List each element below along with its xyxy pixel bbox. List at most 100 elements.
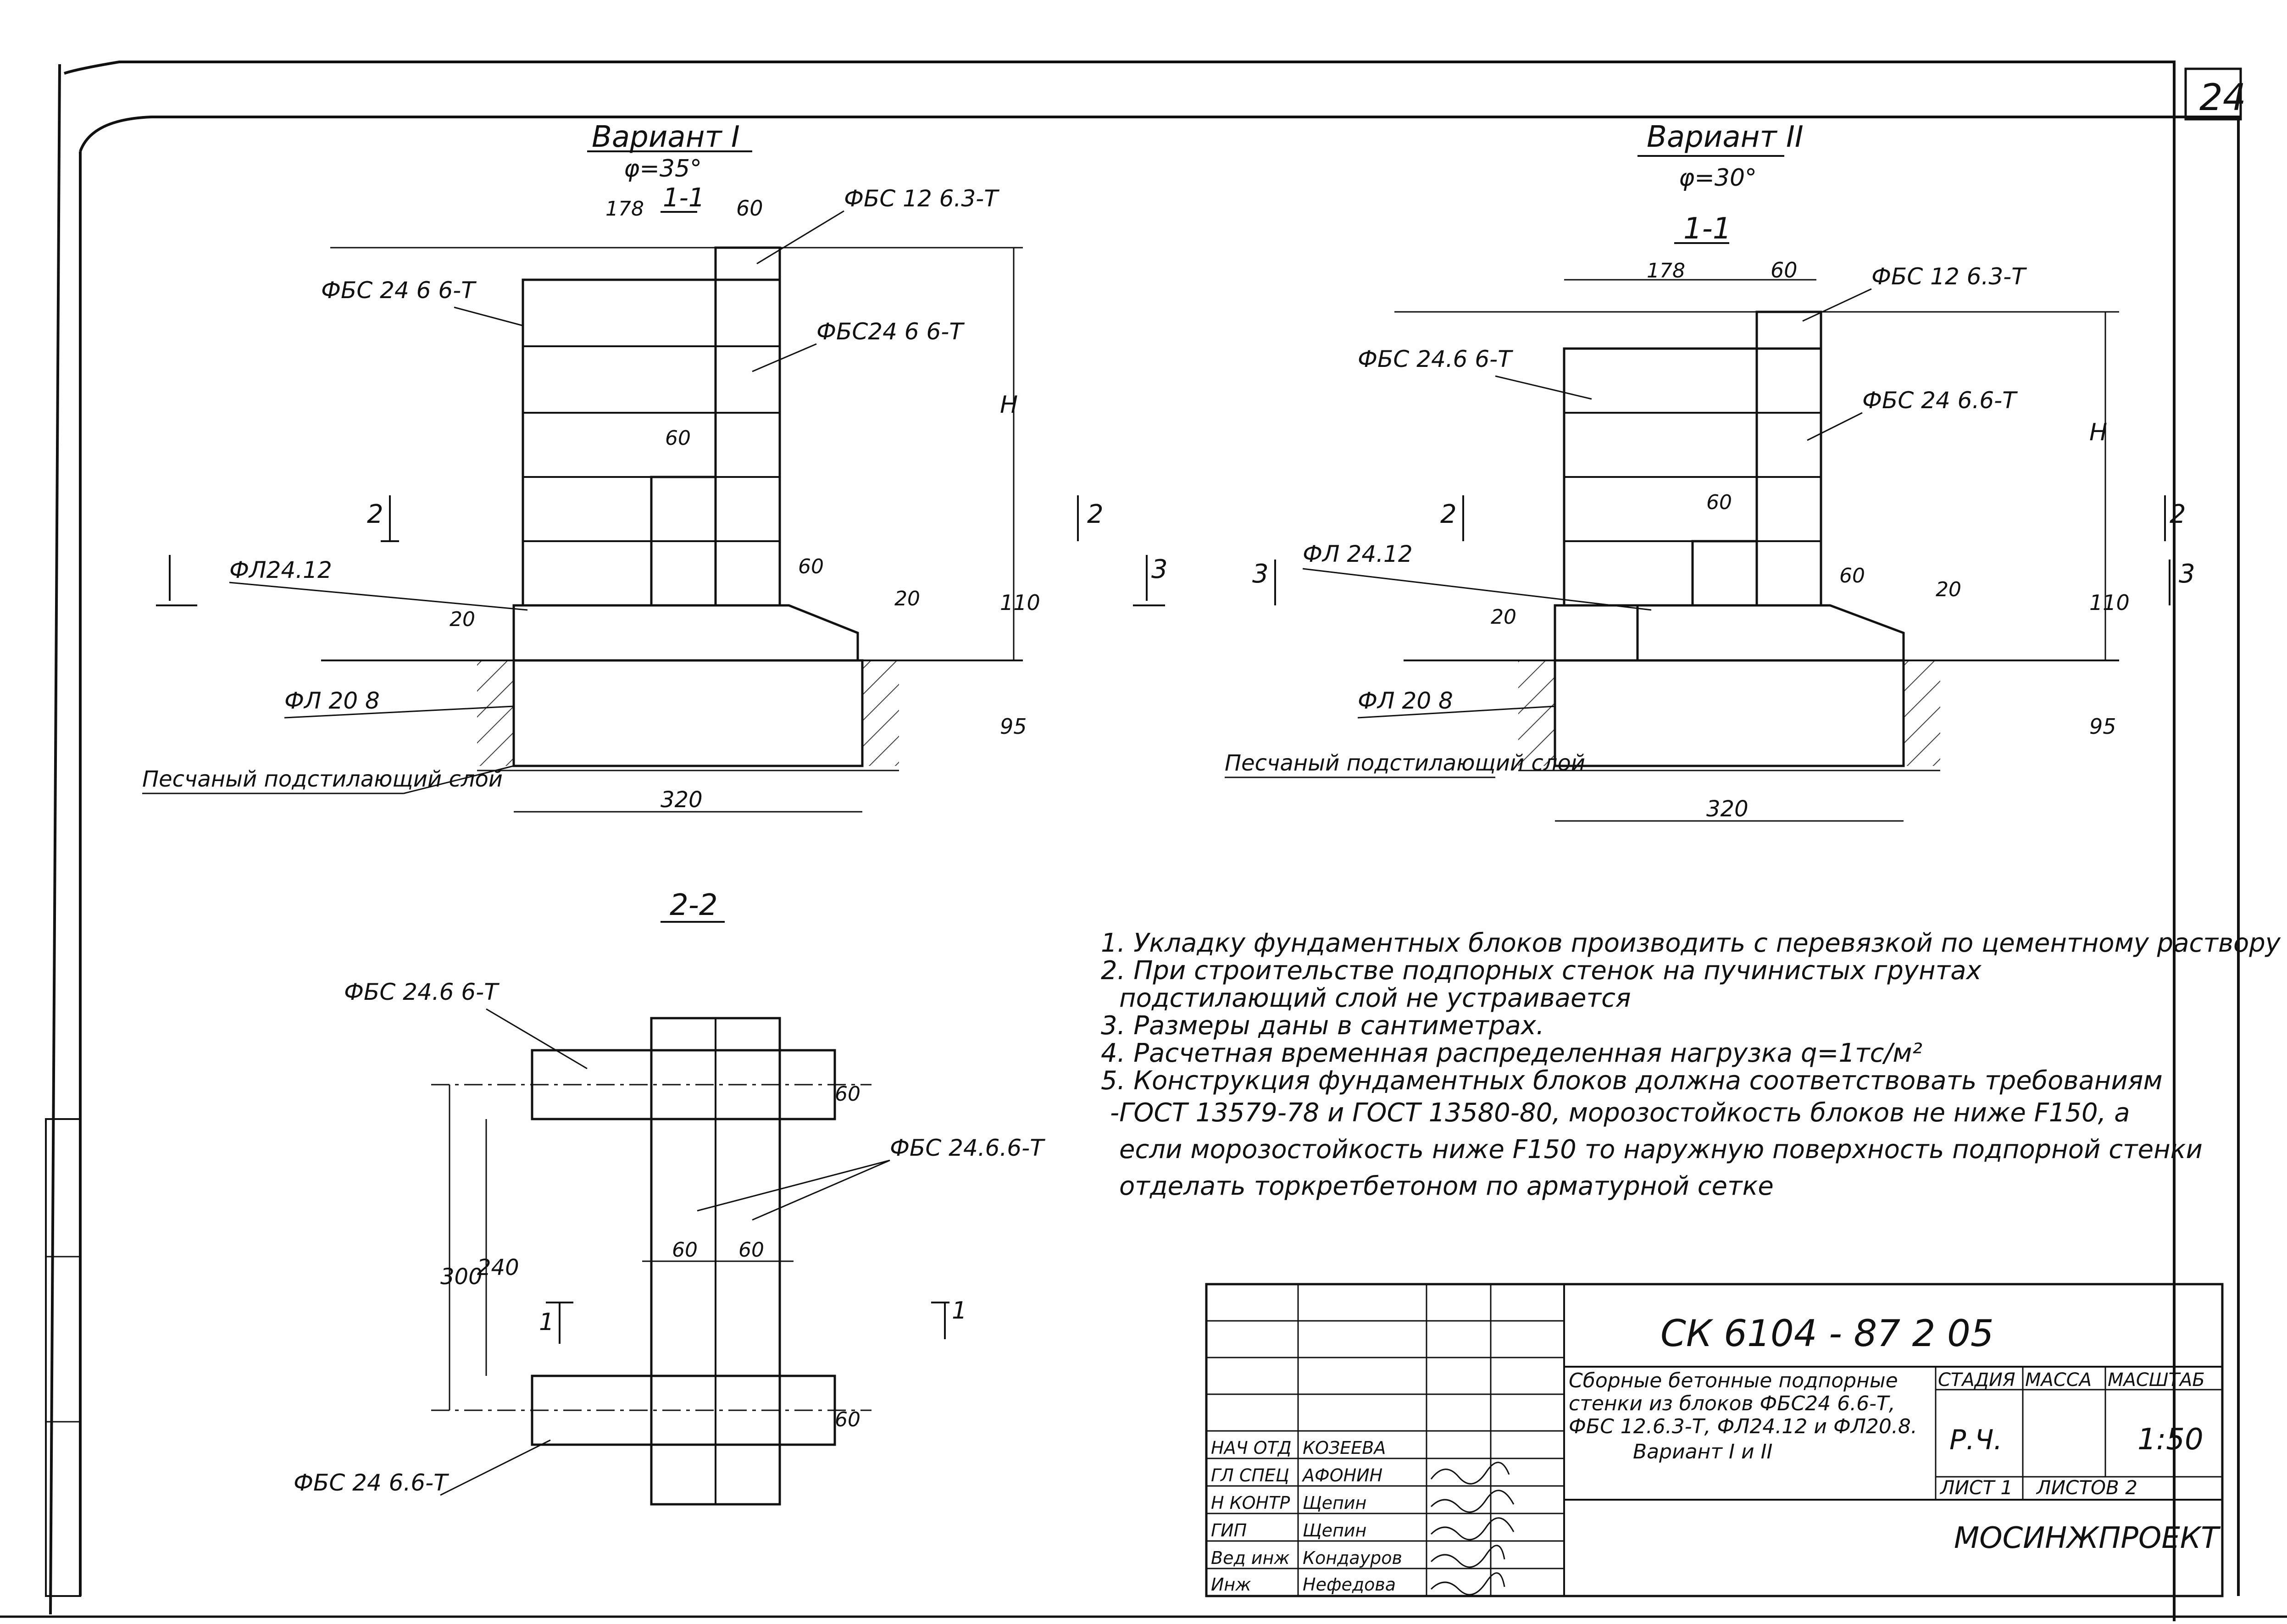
note-4: 4. Расчетная временная распределенная на… — [1101, 1038, 1922, 1068]
staff-role-2: Н КОНТР — [1211, 1493, 1290, 1513]
desc-line-4: Вариант I и II — [1633, 1440, 1773, 1463]
staff-name-3: Щепин — [1303, 1520, 1366, 1541]
v1-label-fl2412: ФЛ24.12 — [229, 557, 332, 583]
staff-role-3: ГИП — [1211, 1520, 1247, 1541]
v1-section-label: 1-1 — [663, 183, 705, 213]
v1-mark-2-left: 2 — [367, 499, 383, 529]
v1-dim-95: 95 — [1000, 714, 1027, 739]
v1-footing-fl2412 — [512, 604, 859, 662]
v2-dim-20-right: 20 — [1936, 578, 1961, 601]
stage-value: Р.Ч. — [1949, 1424, 2002, 1456]
v2-slab-fl208 — [1554, 659, 1905, 767]
plan-dim-60-top: 60 — [835, 1082, 860, 1106]
v1-label-fbs1263: ФБС 12 6.3-Т — [844, 185, 999, 212]
note-1: 1. Укладку фундаментных блоков производи… — [1101, 928, 2287, 958]
v2-label-sand: Песчаный подстилающий слой — [1225, 750, 1585, 776]
v2-label-fbs2466-left: ФБС 24.6 6-Т — [1358, 346, 1513, 372]
v2-dim-320: 320 — [1706, 796, 1749, 822]
v1-label-fl208: ФЛ 20 8 — [284, 687, 380, 714]
plan-label-top: ФБС 24.6 6-Т — [344, 979, 500, 1005]
note-5-cont-1: -ГОСТ 13579-78 и ГОСТ 13580-80, морозост… — [1110, 1098, 2130, 1128]
plan-mark-1-right: 1 — [952, 1297, 967, 1325]
v1-dim-20-right: 20 — [894, 587, 920, 610]
v2-dim-95: 95 — [2089, 714, 2116, 739]
v1-dim-178: 178 — [605, 197, 644, 221]
title-block: СК 6104 - 87 2 05 Сборные бетонные подпо… — [1205, 1283, 2224, 1597]
staff-role-0: НАЧ ОТД — [1211, 1438, 1292, 1458]
v2-label-fbs1263: ФБС 12 6.3-Т — [1871, 263, 2027, 290]
note-5-cont-3: отделать торкретбетоном по арматурной се… — [1119, 1171, 1774, 1201]
v1-dim-110: 110 — [1000, 590, 1040, 615]
plan-dim-60-bottom: 60 — [835, 1408, 860, 1431]
v2-footing-edge — [1554, 604, 1639, 662]
scale-header: МАСШТАБ — [2108, 1369, 2205, 1391]
plan-dim-60-b: 60 — [738, 1238, 764, 1262]
v2-footing-fl2412 — [1636, 604, 1905, 662]
variant-2-angle: φ=30° — [1679, 164, 1757, 192]
general-notes: 1. Укладку фундаментных блоков производи… — [1101, 928, 2287, 1201]
sheet-number: 24 — [2199, 76, 2246, 119]
v2-section-label: 1-1 — [1683, 212, 1732, 246]
stage-header: СТАДИЯ — [1938, 1369, 2015, 1391]
sheet-label: ЛИСТ 1 — [1939, 1476, 2013, 1499]
plan-dim-300: 300 — [440, 1264, 483, 1290]
note-5-cont-2: если морозостойкость ниже F150 то наружн… — [1119, 1135, 2203, 1164]
v2-dim-h: H — [2089, 419, 2107, 446]
staff-role-4: Вед инж — [1211, 1548, 1290, 1568]
variant-2-title: Вариант II — [1647, 120, 1804, 154]
desc-line-2: стенки из блоков ФБС24 6.6-Т, — [1569, 1392, 1895, 1415]
scale-value: 1:50 — [2137, 1423, 2204, 1457]
v2-dim-stem: 60 — [1771, 258, 1798, 283]
staff-name-1: АФОНИН — [1301, 1465, 1382, 1485]
v1-label-fbs2466-left: ФБС 24 6 6-Т — [321, 277, 477, 304]
note-2: 2. При строительстве подпорных стенок на… — [1101, 956, 1982, 986]
v2-mark-2-right: 2 — [2170, 499, 2186, 529]
plan-label-bottom: ФБС 24 6.6-Т — [294, 1469, 449, 1496]
v1-dim-20-left: 20 — [450, 608, 475, 631]
v2-step-block — [1691, 540, 1758, 607]
staff-name-2: Щепин — [1303, 1493, 1366, 1513]
note-5: 5. Конструкция фундаментных блоков должн… — [1101, 1066, 2163, 1096]
desc-line-1: Сборные бетонные подпорные — [1569, 1369, 1898, 1392]
plan-dim-240: 240 — [477, 1255, 519, 1280]
staff-name-4: Кондауров — [1303, 1548, 1402, 1568]
plan-dim-60-a: 60 — [672, 1238, 698, 1262]
variant-1-title: Вариант I — [592, 120, 740, 154]
v2-dim-178: 178 — [1647, 259, 1685, 283]
v1-stem-block — [714, 246, 781, 607]
v1-dim-320: 320 — [661, 787, 703, 813]
v1-dim-stem: 60 — [736, 196, 763, 221]
v2-mark-3-right: 3 — [2179, 559, 2195, 589]
staff-name-0: КОЗЕЕВА — [1303, 1438, 1386, 1458]
v1-dim-60-side: 60 — [798, 555, 824, 578]
v2-dim-110: 110 — [2089, 590, 2130, 615]
v1-label-sand: Песчаный подстилающий слой — [142, 766, 503, 792]
variant-1-section: Вариант I φ=35° 178 1-1 60 H 110 95 60 6… — [142, 120, 1168, 813]
v2-dim-60-side: 60 — [1839, 564, 1865, 588]
variant-1-angle: φ=35° — [624, 155, 702, 183]
note-3: 3. Размеры даны в сантиметрах. — [1101, 1011, 1544, 1041]
organization: МОСИНЖПРОЕКТ — [1954, 1521, 2221, 1555]
v1-mark-2-right: 2 — [1087, 499, 1104, 529]
doc-code: СК 6104 - 87 2 05 — [1660, 1312, 1994, 1355]
plan-label-middle: ФБС 24.6.6-Т — [890, 1135, 1045, 1161]
v1-slab-fl208 — [512, 659, 864, 767]
sheets-label: ЛИСТОВ 2 — [2036, 1476, 2137, 1499]
mass-header: МАССА — [2025, 1369, 2092, 1391]
plan-2-2: 2-2 300 240 60 60 60 60 ФБС 24.6 6-Т ФБС… — [294, 888, 1045, 1506]
staff-role-1: ГЛ СПЕЦ — [1211, 1465, 1289, 1485]
v1-mark-3: 3 — [1151, 554, 1168, 584]
staff-role-5: Инж — [1211, 1574, 1251, 1595]
variant-2-section: Вариант II φ=30° 1-1 178 60 H 110 95 60 … — [1225, 120, 2195, 822]
v2-dim-step: 60 — [1706, 491, 1732, 514]
v1-label-fbs2466-right: ФБС24 6 6-Т — [816, 318, 965, 345]
note-2-cont: подстилающий слой не устраивается — [1119, 983, 1631, 1013]
sheet-frame — [0, 61, 2287, 1621]
v2-mark-2-left: 2 — [1440, 499, 1457, 529]
v1-dim-step: 60 — [665, 427, 691, 450]
signature-marks — [1430, 1462, 1515, 1596]
plan-mark-1-left: 1 — [539, 1308, 554, 1336]
v2-dim-20-left: 20 — [1491, 605, 1516, 629]
v2-label-fl2412: ФЛ 24.12 — [1303, 541, 1413, 567]
